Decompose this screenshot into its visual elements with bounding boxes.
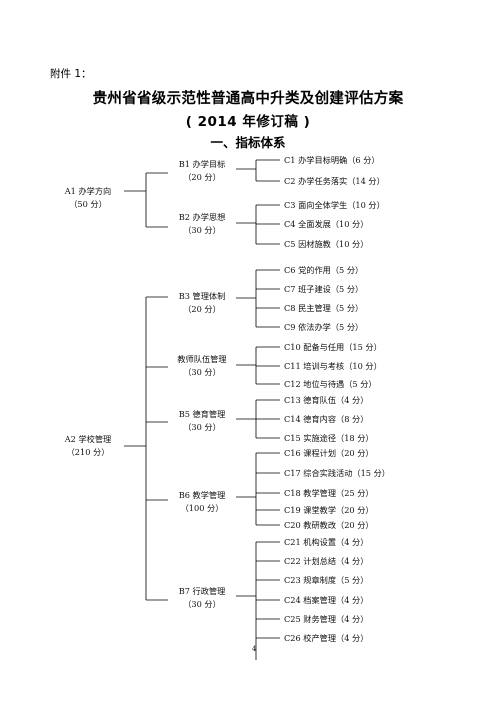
- node-b3: B3 管理体制 （20 分）: [168, 290, 236, 316]
- node-b5-score: （30 分）: [183, 422, 221, 432]
- leaf-c18: C18 教学管理（25 分）: [284, 488, 374, 498]
- leaf-c4: C4 全面发展（10 分）: [284, 219, 369, 229]
- page-number: 4: [252, 645, 257, 653]
- leaf-c25: C25 财务管理（4 分）: [284, 614, 369, 624]
- node-a2-name: A2 学校管理: [64, 434, 112, 444]
- leaf-c12: C12 地位与待遇（5 分）: [284, 379, 377, 389]
- node-b1: B1 办学目标 （20 分）: [168, 158, 236, 184]
- leaf-c10: C10 配备与任用（15 分）: [284, 342, 382, 352]
- leaf-c9: C9 依法办学（5 分）: [284, 322, 364, 332]
- node-b5-name: B5 德育管理: [178, 409, 226, 419]
- leaf-c8: C8 民主管理（5 分）: [284, 303, 364, 313]
- node-b3-score: （20 分）: [183, 304, 221, 314]
- node-b6-name: B6 教学管理: [178, 490, 226, 500]
- node-b7: B7 行政管理 （30 分）: [168, 585, 236, 611]
- node-b2-score: （30 分）: [183, 225, 221, 235]
- node-b6-score: （100 分）: [180, 503, 224, 513]
- leaf-c17: C17 综合实践活动（15 分）: [284, 468, 390, 478]
- leaf-c5: C5 因材施教（10 分）: [284, 239, 369, 249]
- leaf-c24: C24 档案管理（4 分）: [284, 595, 369, 605]
- node-b4-name: 教师队伍管理: [177, 354, 227, 364]
- leaf-c6: C6 党的作用（5 分）: [284, 265, 364, 275]
- document-title: 贵州省省级示范性普通高中升类及创建评估方案: [92, 91, 404, 107]
- leaf-c23: C23 规章制度（5 分）: [284, 575, 369, 585]
- leaf-c21: C21 机构设置（4 分）: [284, 537, 369, 547]
- leaf-c2: C2 办学任务落实（14 分）: [284, 176, 385, 186]
- leaf-c26: C26 校产管理（4 分）: [284, 633, 369, 643]
- leaf-c14: C14 德育内容（8 分）: [284, 414, 369, 424]
- node-b7-score: （30 分）: [183, 599, 221, 609]
- node-b6: B6 教学管理 （100 分）: [168, 489, 236, 515]
- attachment-label: 附件 1：: [50, 68, 92, 80]
- node-b3-name: B3 管理体制: [178, 291, 226, 301]
- leaf-c15: C15 实施途径（18 分）: [284, 433, 374, 443]
- leaf-c20: C20 教研教改（20 分）: [284, 520, 374, 530]
- section-heading: 一、指标体系: [210, 135, 286, 150]
- node-a2: A2 学校管理 （210 分）: [52, 433, 124, 459]
- node-b4-score: （30 分）: [183, 367, 221, 377]
- node-a2-score: （210 分）: [66, 447, 110, 457]
- leaf-c3: C3 面向全体学生（10 分）: [284, 200, 385, 210]
- leaf-c7: C7 班子建设（5 分）: [284, 284, 364, 294]
- node-a1: A1 办学方向 （50 分）: [52, 185, 124, 211]
- leaf-c1: C1 办学目标明确（6 分）: [284, 155, 380, 165]
- node-b4: 教师队伍管理 （30 分）: [168, 353, 236, 379]
- node-a1-name: A1 办学方向: [64, 186, 112, 196]
- node-b2: B2 办学思想 （30 分）: [168, 211, 236, 237]
- node-a1-score: （50 分）: [69, 199, 107, 209]
- leaf-c19: C19 课堂教学（20 分）: [284, 505, 374, 515]
- leaf-c22: C22 计划总结（4 分）: [284, 556, 369, 566]
- leaf-c13: C13 德育队伍（4 分）: [284, 395, 369, 405]
- node-b7-name: B7 行政管理: [178, 586, 226, 596]
- document-subtitle: ( 2014 年修订稿 ): [185, 114, 311, 130]
- node-b1-score: （20 分）: [183, 172, 221, 182]
- node-b1-name: B1 办学目标: [178, 159, 226, 169]
- leaf-c11: C11 培训与考核（10 分）: [284, 361, 382, 371]
- node-b5: B5 德育管理 （30 分）: [168, 408, 236, 434]
- leaf-c16: C16 课程计划（20 分）: [284, 448, 374, 458]
- node-b2-name: B2 办学思想: [178, 212, 226, 222]
